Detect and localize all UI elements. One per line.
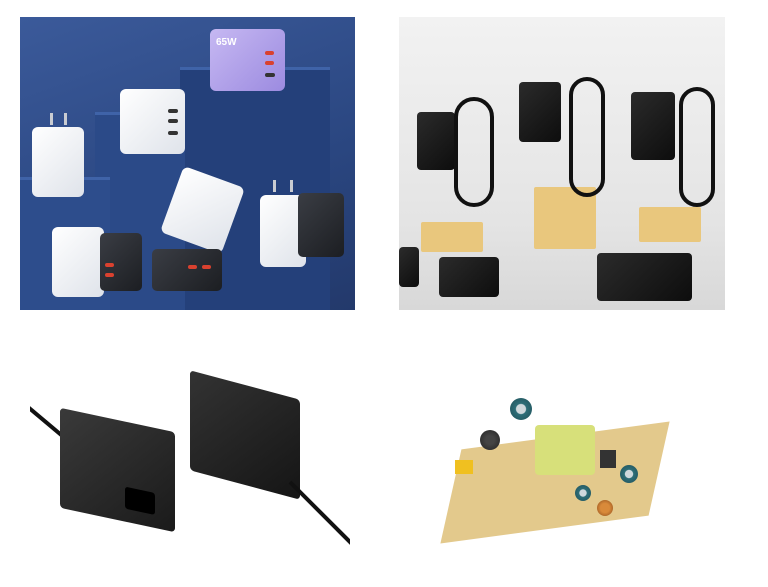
wall-adapter: [631, 92, 675, 160]
usb-chargers-photo: 65W: [20, 17, 355, 310]
black-charger: [152, 249, 222, 291]
cable: [569, 77, 605, 197]
sponge-block: [639, 207, 701, 242]
sponge-block: [421, 222, 483, 252]
transformer: [535, 425, 595, 475]
purple-charger: 65W: [210, 29, 285, 91]
capacitor: [575, 485, 591, 501]
adapter-front: [60, 407, 175, 533]
cable: [288, 480, 350, 550]
capacitor: [620, 465, 638, 483]
adapter-back: [190, 370, 300, 500]
fuse: [455, 460, 473, 474]
regulator: [600, 450, 616, 468]
capacitor: [510, 398, 532, 420]
inductor: [597, 500, 613, 516]
cable: [454, 97, 494, 207]
white-charger: [120, 89, 185, 154]
wall-adapter: [399, 247, 419, 287]
black-charger: [100, 233, 142, 291]
wall-adapter: [439, 257, 499, 297]
cable: [679, 87, 715, 207]
desktop-adapter-photo: [30, 350, 350, 550]
power-board-photo: [425, 390, 675, 550]
white-charger: [32, 127, 84, 197]
wall-adapters-photo: [399, 17, 725, 310]
white-charger: [52, 227, 104, 297]
wall-adapter: [417, 112, 455, 170]
wall-adapter: [519, 82, 561, 142]
black-charger: [298, 193, 344, 257]
inductor: [480, 430, 500, 450]
sponge-block: [534, 187, 596, 249]
desktop-adapter: [597, 253, 692, 301]
wattage-badge: 65W: [216, 37, 237, 48]
